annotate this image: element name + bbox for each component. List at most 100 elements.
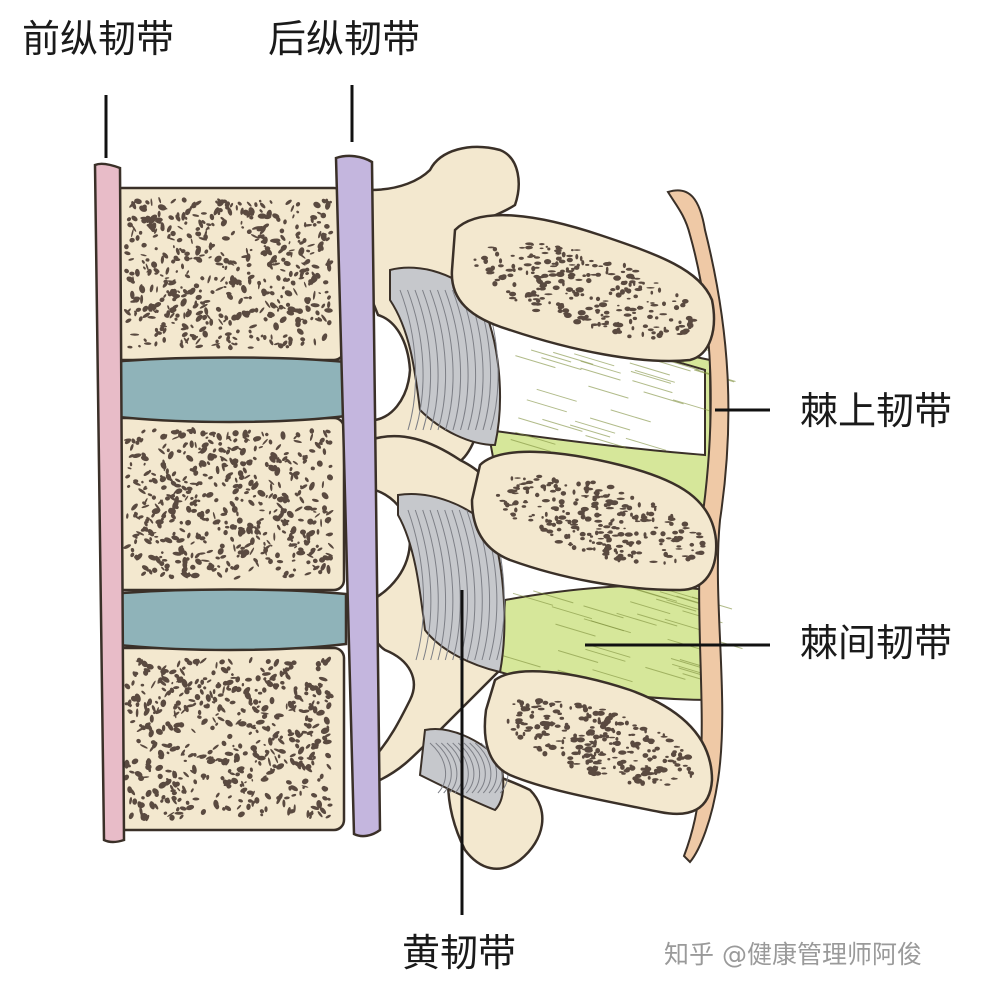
bone-speckle bbox=[269, 544, 273, 547]
bone-speckle bbox=[560, 491, 567, 496]
bone-speckle bbox=[184, 480, 188, 484]
bone-speckle bbox=[299, 241, 305, 245]
bone-speckle bbox=[169, 669, 177, 675]
bone-speckle bbox=[192, 214, 200, 217]
bone-speckle bbox=[691, 549, 694, 552]
bone-speckle bbox=[645, 735, 649, 739]
bone-speckle bbox=[257, 691, 263, 695]
bone-speckle bbox=[156, 707, 159, 714]
bone-speckle bbox=[191, 334, 195, 338]
bone-speckle bbox=[202, 677, 208, 681]
interspinous-fiber bbox=[555, 623, 596, 637]
bone-speckle bbox=[315, 272, 321, 279]
bone-speckle bbox=[658, 330, 664, 337]
bone-speckle bbox=[663, 561, 666, 565]
bone-speckle bbox=[565, 287, 574, 292]
bone-speckle bbox=[324, 223, 330, 229]
bone-speckle bbox=[558, 499, 565, 505]
bone-speckle bbox=[303, 281, 307, 288]
bone-speckle bbox=[555, 302, 561, 307]
bone-speckle bbox=[132, 798, 138, 805]
bone-speckle bbox=[260, 813, 264, 817]
bone-speckle bbox=[155, 764, 164, 771]
bone-speckle bbox=[627, 553, 632, 557]
bone-speckle bbox=[575, 498, 579, 502]
bone-speckle bbox=[273, 509, 278, 513]
bone-speckle bbox=[135, 702, 140, 707]
bone-speckle bbox=[325, 509, 334, 516]
bone-speckle bbox=[218, 313, 224, 318]
bone-speckle bbox=[602, 737, 607, 742]
bone-speckle bbox=[325, 237, 330, 242]
bone-speckle bbox=[555, 256, 562, 261]
bone-speckle bbox=[595, 296, 601, 302]
bone-speckle bbox=[164, 797, 171, 804]
bone-speckle bbox=[251, 706, 259, 714]
bone-speckle bbox=[327, 542, 334, 549]
bone-speckle bbox=[196, 754, 205, 758]
bone-speckle bbox=[198, 219, 204, 229]
bone-speckle bbox=[670, 513, 674, 517]
bone-speckle bbox=[620, 289, 625, 295]
bone-speckle bbox=[613, 765, 616, 770]
bone-speckle bbox=[173, 727, 181, 734]
bone-speckle bbox=[546, 522, 554, 526]
bone-speckle bbox=[174, 429, 180, 434]
bone-speckle bbox=[183, 759, 187, 763]
bone-speckle bbox=[240, 498, 244, 502]
bone-speckle bbox=[675, 325, 680, 331]
bone-speckle bbox=[602, 494, 610, 498]
bone-speckle bbox=[282, 519, 290, 524]
bone-speckle bbox=[135, 440, 140, 445]
bone-speckle bbox=[193, 283, 200, 289]
bone-speckle bbox=[269, 673, 277, 681]
bone-speckle bbox=[208, 475, 213, 480]
bone-speckle bbox=[696, 532, 702, 536]
bone-speckle bbox=[675, 548, 683, 550]
bone-speckle bbox=[570, 525, 579, 530]
bone-speckle bbox=[150, 740, 157, 745]
bone-speckle bbox=[623, 527, 626, 530]
interspinous-fiber bbox=[526, 399, 567, 413]
interspinous-fiber bbox=[632, 380, 673, 394]
bone-speckle bbox=[276, 524, 281, 531]
bone-speckle bbox=[310, 466, 315, 471]
bone-speckle bbox=[610, 288, 616, 292]
interspinous-fiber bbox=[515, 355, 556, 369]
bone-speckle bbox=[301, 262, 306, 266]
bone-speckle bbox=[195, 227, 201, 231]
bone-speckle bbox=[200, 773, 207, 779]
bone-speckle bbox=[160, 551, 164, 554]
bone-speckle bbox=[557, 309, 563, 314]
bone-speckle bbox=[513, 486, 518, 489]
bone-speckle bbox=[288, 270, 293, 277]
bone-speckle bbox=[260, 777, 269, 782]
bone-speckle bbox=[277, 738, 285, 745]
bone-speckle bbox=[172, 531, 176, 536]
bone-speckle bbox=[297, 695, 304, 702]
bone-speckle bbox=[133, 296, 140, 303]
bone-speckle bbox=[655, 316, 659, 320]
bone-speckle bbox=[203, 300, 211, 303]
bone-speckle bbox=[154, 272, 159, 275]
bone-speckle bbox=[576, 737, 585, 743]
bone-speckle bbox=[145, 814, 150, 822]
bone-speckle bbox=[565, 292, 568, 295]
bone-speckle bbox=[625, 267, 633, 271]
bone-speckle bbox=[252, 456, 257, 461]
bone-speckle bbox=[492, 247, 498, 252]
bone-speckle bbox=[581, 260, 585, 266]
bone-speckle bbox=[232, 744, 235, 748]
bone-speckle bbox=[294, 545, 298, 549]
bone-speckle bbox=[199, 301, 206, 305]
bone-speckle bbox=[243, 709, 246, 713]
bone-speckle bbox=[172, 770, 176, 779]
bone-speckle bbox=[242, 436, 250, 441]
bone-speckle bbox=[216, 572, 223, 578]
bone-speckle bbox=[150, 198, 153, 207]
bone-speckle bbox=[607, 273, 616, 276]
bone-speckle bbox=[180, 298, 187, 307]
bone-speckle bbox=[302, 270, 304, 275]
bone-speckle bbox=[158, 696, 161, 700]
bone-speckle bbox=[592, 765, 597, 770]
